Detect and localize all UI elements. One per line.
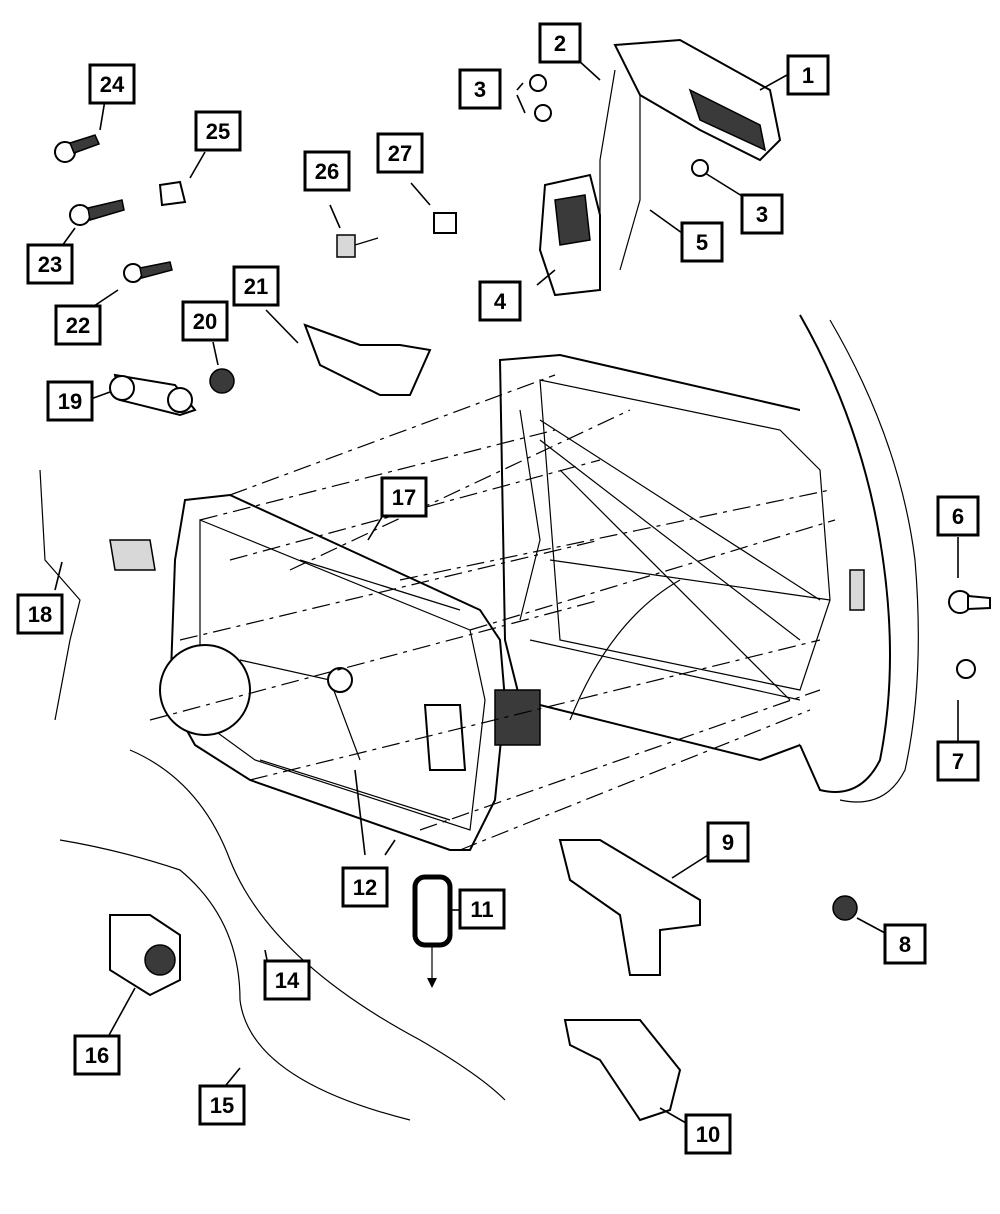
clip-25: [158, 180, 187, 207]
screw-3-lower: [691, 159, 709, 177]
svg-text:6: 6: [952, 504, 964, 529]
svg-text:3: 3: [474, 77, 486, 102]
callout-6: 6: [936, 495, 980, 537]
svg-text:8: 8: [899, 932, 911, 957]
svg-text:1: 1: [802, 63, 814, 88]
svg-text:19: 19: [58, 389, 82, 414]
callout-7: 7: [936, 740, 980, 782]
nut-7: [956, 659, 976, 679]
door-pull-19: [109, 373, 197, 417]
svg-text:5: 5: [696, 230, 708, 255]
svg-text:14: 14: [275, 968, 300, 993]
door-shell: [498, 314, 919, 803]
door-latch: [538, 173, 601, 297]
svg-text:24: 24: [100, 72, 125, 97]
callout-3-lower: 3: [740, 193, 784, 235]
svg-text:23: 23: [38, 252, 62, 277]
bracket-10: [563, 1019, 682, 1122]
svg-text:17: 17: [392, 485, 416, 510]
pin-26: [336, 234, 379, 258]
callout-19: 19: [46, 380, 94, 422]
callout-22: 22: [54, 304, 102, 346]
seal-11: [412, 874, 453, 988]
svg-text:3: 3: [756, 202, 768, 227]
wire-15: [59, 839, 411, 1121]
svg-text:4: 4: [494, 289, 507, 314]
screw-3-upper: [529, 74, 552, 122]
svg-text:25: 25: [206, 119, 230, 144]
callout-14: 14: [263, 959, 311, 1001]
svg-text:18: 18: [28, 602, 52, 627]
svg-text:11: 11: [470, 897, 493, 922]
callout-12: 12: [341, 866, 389, 908]
latch-rod: [599, 69, 616, 250]
svg-text:10: 10: [696, 1122, 720, 1147]
svg-text:12: 12: [353, 875, 377, 900]
callout-21: 21: [232, 265, 280, 307]
inner-door-module: [109, 493, 541, 851]
lock-rod: [619, 95, 641, 271]
svg-text:2: 2: [554, 31, 566, 56]
cable-14: [129, 749, 506, 1101]
callout-17: 17: [380, 476, 428, 518]
svg-text:16: 16: [85, 1043, 109, 1068]
callout-27: 27: [376, 132, 424, 174]
screw-23: [69, 199, 125, 226]
callout-25: 25: [194, 110, 242, 152]
callout-23: 23: [26, 243, 74, 285]
screw-24: [54, 134, 101, 163]
callout-24: 24: [88, 63, 136, 105]
callout-2: 2: [538, 22, 582, 64]
armrest-21: [303, 323, 432, 396]
callout-15: 15: [198, 1084, 246, 1126]
callout-18: 18: [16, 593, 64, 635]
plug-8: [832, 895, 858, 921]
rod-18: [39, 469, 81, 721]
callout-8: 8: [883, 923, 927, 965]
callout-11: 11: [458, 888, 506, 930]
bolt-6: [948, 590, 991, 614]
svg-text:21: 21: [244, 274, 268, 299]
svg-text:26: 26: [315, 159, 339, 184]
callout-26: 26: [303, 150, 351, 192]
callout-20: 20: [181, 300, 229, 342]
callout-4: 4: [478, 280, 522, 322]
clip-27: [433, 212, 457, 234]
svg-text:27: 27: [388, 141, 412, 166]
callout-1: 1: [786, 54, 830, 96]
callout-3-upper: 3: [458, 68, 502, 110]
alignment-lines: [149, 374, 836, 851]
leader-lines: [54, 59, 959, 1124]
svg-text:22: 22: [66, 313, 90, 338]
callout-10: 10: [684, 1113, 732, 1155]
grommet-20: [209, 368, 235, 394]
exterior-handle: [613, 38, 782, 162]
callout-9: 9: [706, 821, 750, 863]
screw-22: [123, 261, 173, 283]
svg-text:7: 7: [952, 749, 964, 774]
window-motor-16: [109, 914, 181, 997]
svg-text:15: 15: [210, 1093, 234, 1118]
callout-16: 16: [73, 1034, 121, 1076]
svg-text:9: 9: [722, 830, 734, 855]
bracket-9: [558, 839, 701, 976]
callout-5: 5: [680, 221, 724, 263]
svg-text:20: 20: [193, 309, 217, 334]
